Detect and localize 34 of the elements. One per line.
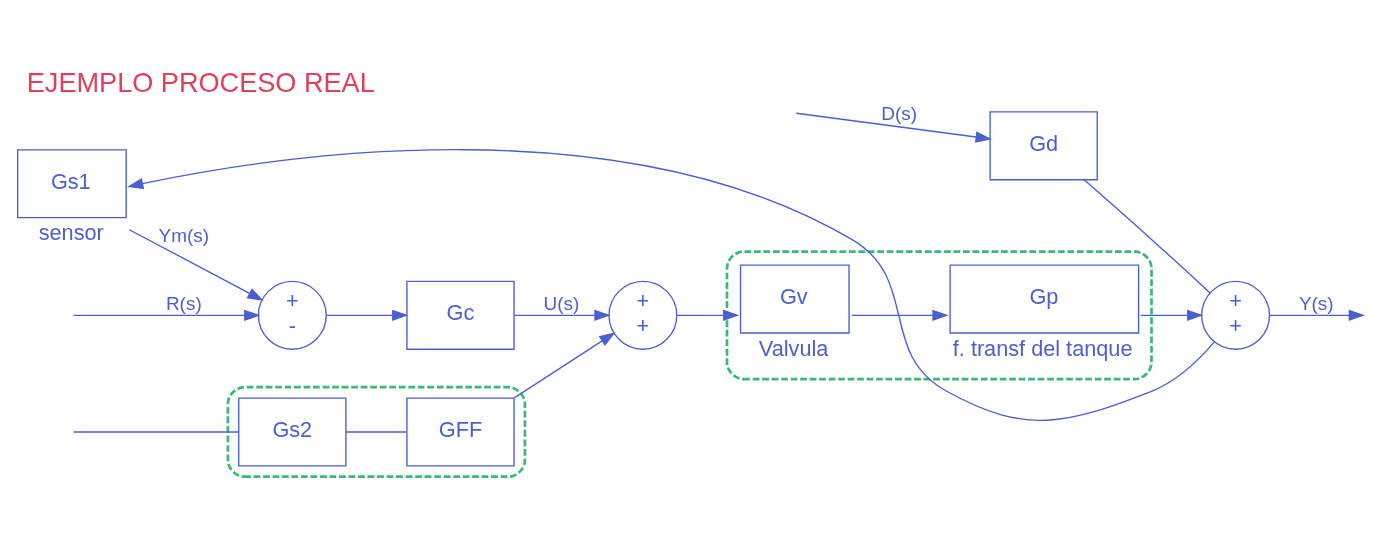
cluster: [226, 385, 527, 478]
node-box: Gs1: [17, 148, 127, 218]
edge-label: U(s): [543, 292, 580, 314]
node-box: GFF: [406, 396, 515, 467]
node-label: sensor: [38, 219, 104, 245]
node-box: Gd: [989, 110, 1098, 180]
node-box: Gv: [739, 263, 850, 334]
arrow: [513, 331, 616, 399]
arrow: [128, 228, 264, 301]
arrow: [676, 309, 740, 321]
node-circle: + -: [257, 280, 327, 350]
edge-label: R(s): [165, 292, 202, 314]
arrow: [325, 309, 409, 321]
node-box: Gp: [949, 263, 1140, 334]
node-circle: + +: [1201, 280, 1271, 350]
arrow: [851, 309, 949, 321]
arrow: [72, 309, 261, 321]
arrow: [795, 112, 992, 143]
arrow: [1269, 309, 1365, 321]
connector: [72, 430, 240, 433]
connector: [1083, 178, 1211, 294]
arrow: [1140, 309, 1204, 321]
node-circle: + +: [608, 280, 678, 350]
arrow: [513, 309, 611, 321]
edge-label: Y(s): [1298, 292, 1334, 314]
edge-label: D(s): [881, 102, 918, 124]
node-label: Valvula: [758, 335, 829, 361]
arrow: [127, 148, 1215, 421]
diagram-title: EJEMPLO PROCESO REAL: [26, 66, 375, 98]
node-box: Gc: [406, 280, 515, 350]
connector: [345, 430, 408, 433]
node-box: Gs2: [238, 396, 347, 467]
edge-label: Ym(s): [158, 224, 210, 246]
node-label: f. transf del tanque: [952, 335, 1133, 361]
